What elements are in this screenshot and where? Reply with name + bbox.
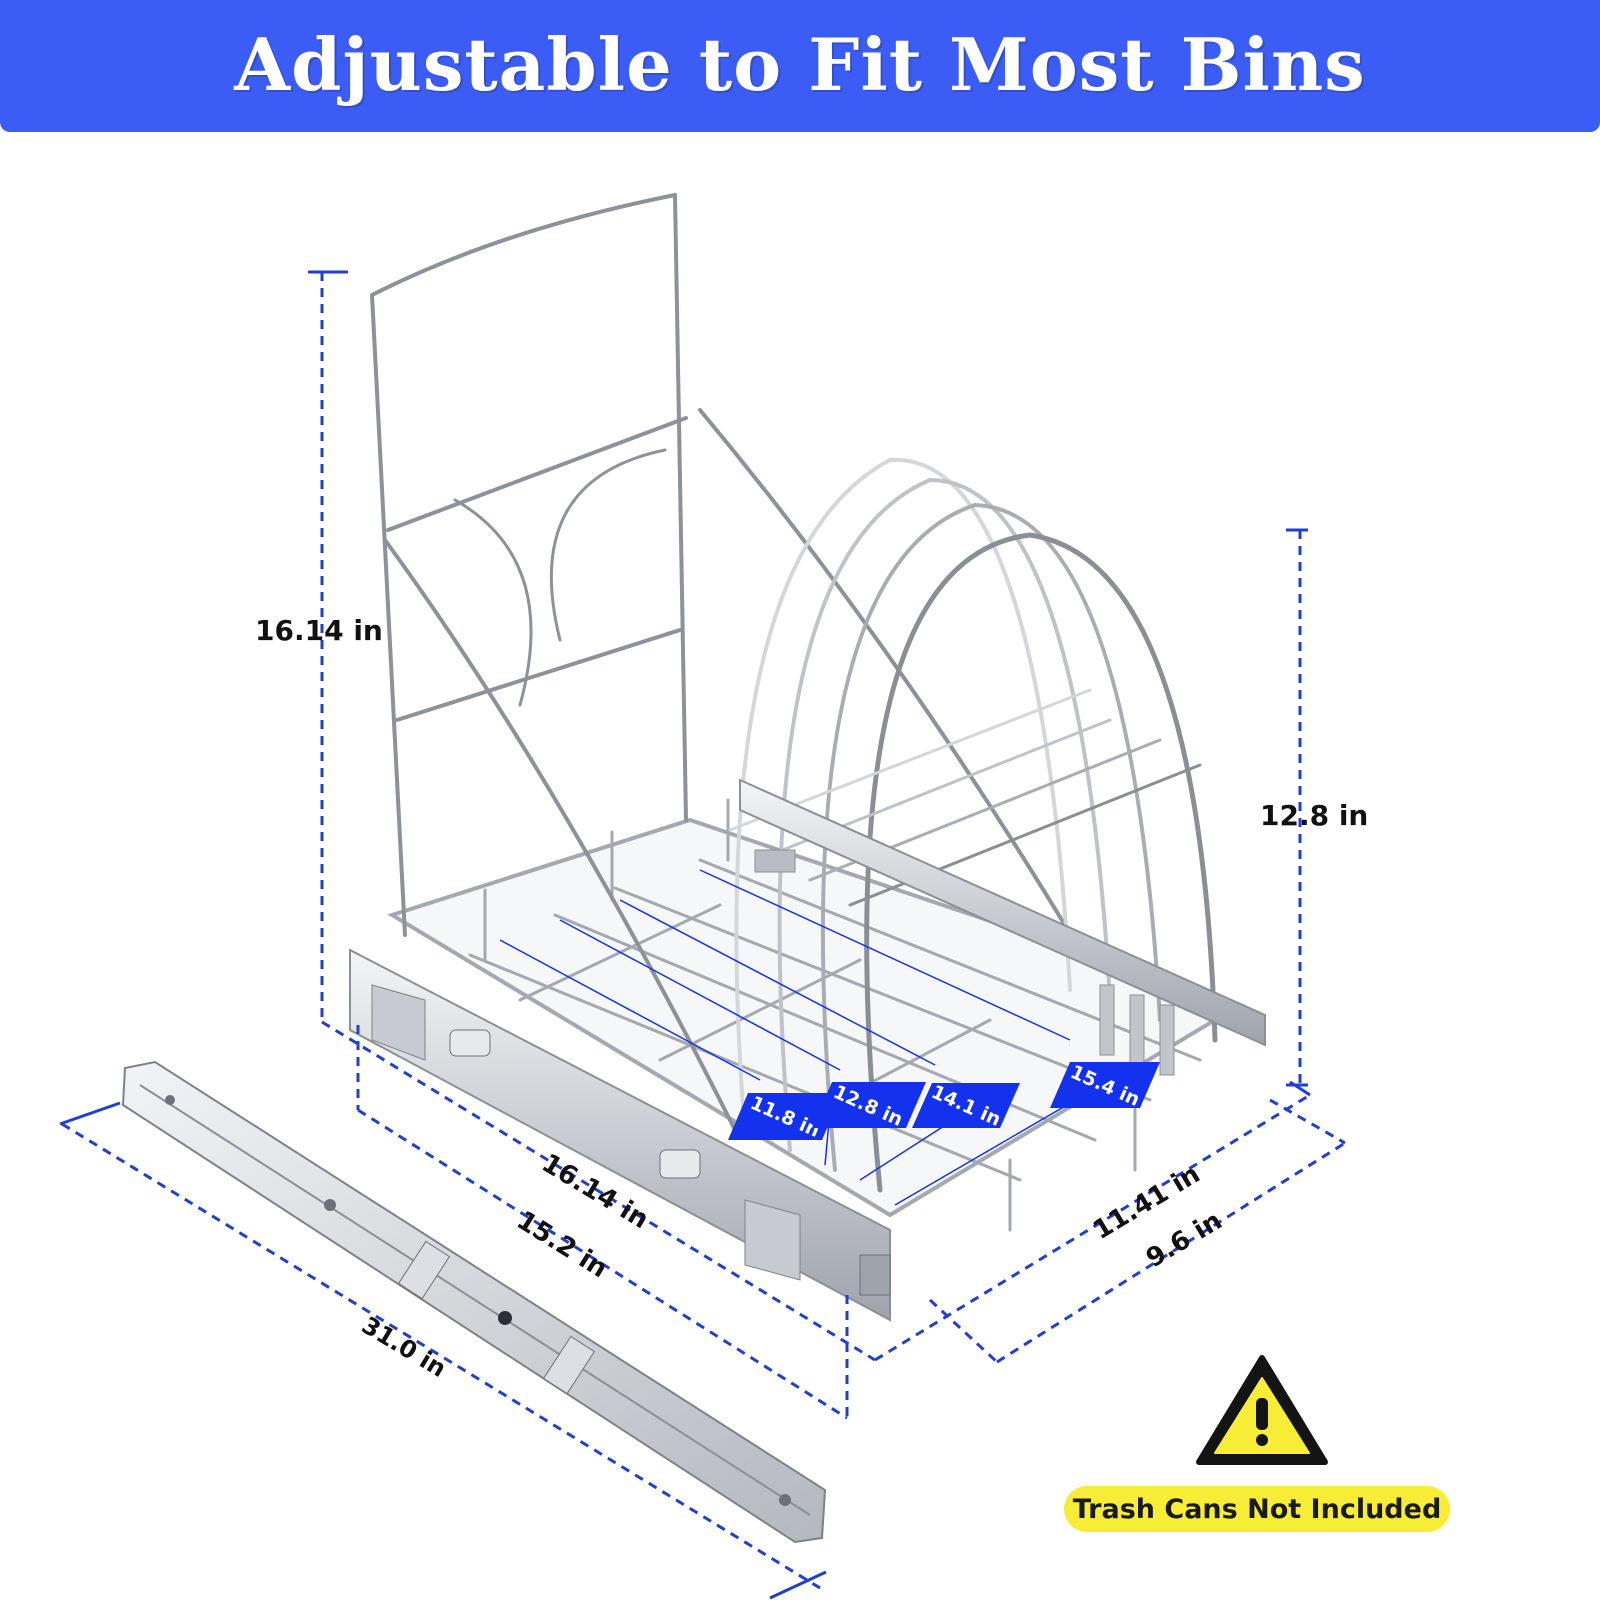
bin-width-tag-1: 11.8 in: [728, 1092, 842, 1142]
bin-width-tag-2: 12.8 in: [812, 1081, 926, 1131]
trash-cans-note-text: Trash Cans Not Included: [1072, 1493, 1442, 1525]
dim-side-height: 12.8 in: [1260, 799, 1368, 832]
header-banner: Adjustable to Fit Most Bins: [0, 0, 1600, 132]
dim-slide-length: 31.0 in: [357, 1311, 451, 1383]
bin-width-tag-4: 15.4 in: [1050, 1061, 1160, 1111]
dimension-lines: [59, 270, 1346, 1600]
front-rail: [349, 948, 891, 1322]
tall-back-panel: [370, 193, 1082, 1132]
dim-inner-depth: 15.2 in: [511, 1205, 612, 1284]
rear-rail: [739, 778, 1266, 1076]
trash-cans-note: Trash Cans Not Included: [1064, 1486, 1450, 1532]
dim-inner-width: 9.6 in: [1141, 1206, 1227, 1274]
banner-title: Adjustable to Fit Most Bins: [234, 21, 1366, 107]
dim-total-height: 16.14 in: [255, 614, 383, 647]
warning-icon: [1196, 1355, 1328, 1465]
separate-drawer-slide: [121, 1060, 827, 1544]
bin-width-tag-3: 14.1 in: [912, 1081, 1020, 1131]
